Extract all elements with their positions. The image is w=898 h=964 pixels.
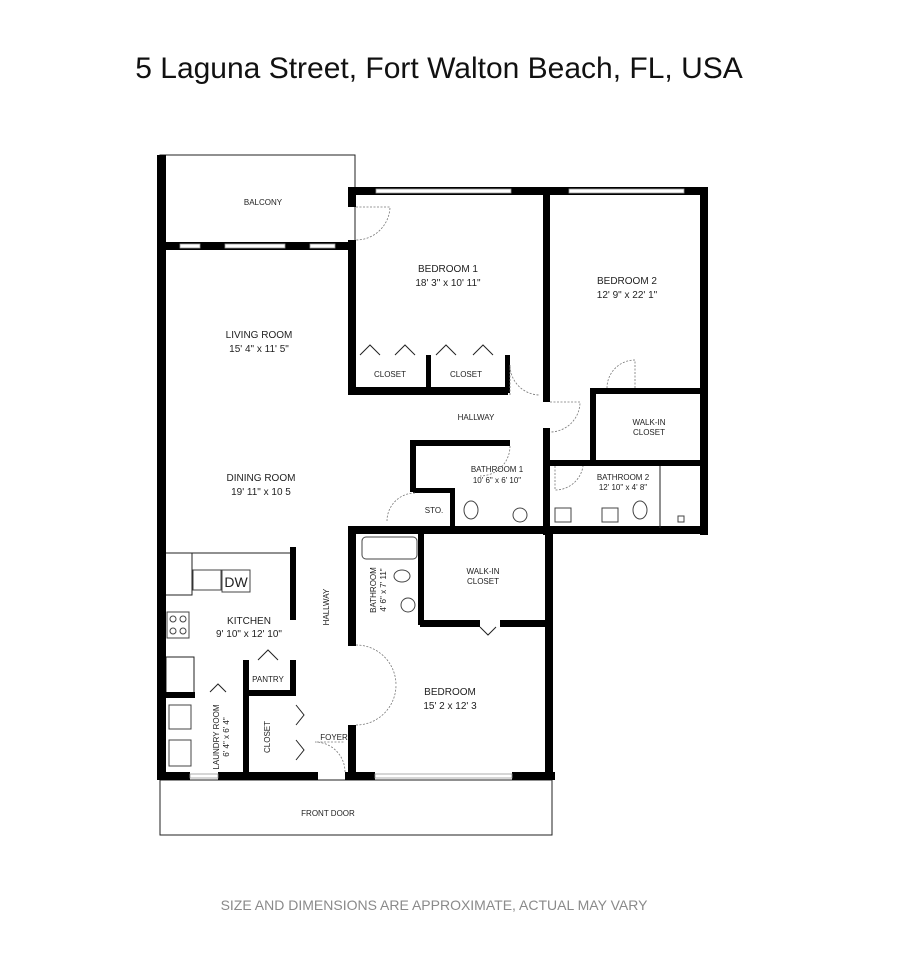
- bathroom2-label: BATHROOM 2: [597, 473, 650, 482]
- sink-icon: [554, 507, 572, 523]
- fixtures: [166, 466, 685, 767]
- front-door-label: FRONT DOOR: [301, 809, 355, 818]
- bathroom-size: 4' 6" x 7' 11": [379, 568, 388, 611]
- walk-in-closet-label: WALK-IN: [632, 418, 665, 427]
- drain-icon: [677, 515, 685, 523]
- closet-label: CLOSET: [374, 370, 406, 379]
- disclaimer: SIZE AND DIMENSIONS ARE APPROXIMATE, ACT…: [220, 897, 648, 913]
- page-title: 5 Laguna Street, Fort Walton Beach, FL, …: [135, 52, 743, 85]
- kitchen-label: KITCHEN: [227, 616, 271, 627]
- closet-label: CLOSET: [263, 721, 272, 753]
- bedroom1-label: BEDROOM 1: [418, 264, 478, 275]
- sink-icon: [400, 597, 416, 613]
- living-room-size: 15' 4" x 11' 5": [229, 344, 289, 355]
- bathroom2-size: 12' 10" x 4' 8": [599, 483, 647, 492]
- bathroom1-label: BATHROOM 1: [471, 465, 524, 474]
- counter: [166, 553, 193, 596]
- foyer-label: FOYER: [320, 733, 348, 742]
- bathroom1-size: 10' 6" x 6' 10": [473, 476, 521, 485]
- sink-icon: [512, 507, 528, 523]
- walk-in-closet-label: WALK-IN: [466, 567, 499, 576]
- bedroom-size: 15' 2 x 12' 3: [423, 701, 477, 712]
- bedroom-label: BEDROOM: [424, 687, 476, 698]
- closet-label: CLOSET: [450, 370, 482, 379]
- door-swings: [209, 206, 636, 773]
- washer-icon: [168, 704, 192, 730]
- dining-room-label: DINING ROOM: [227, 473, 296, 484]
- stove-icon: [166, 611, 190, 639]
- bathroom-label: BATHROOM: [369, 567, 378, 613]
- living-room-label: LIVING ROOM: [226, 330, 293, 341]
- fridge: [165, 656, 195, 694]
- dishwasher-icon: [221, 569, 251, 593]
- toilet-icon: [463, 500, 479, 520]
- sink-icon: [601, 507, 619, 523]
- toilet-icon: [393, 569, 411, 583]
- storage-label: STO.: [425, 506, 444, 515]
- hallway-label: HALLWAY: [458, 413, 495, 422]
- front-door-outline: [159, 779, 553, 836]
- bedroom1-size: 18' 3" x 10' 11": [415, 278, 481, 289]
- walk-in-closet-label-2: CLOSET: [467, 577, 499, 586]
- windows: [179, 188, 685, 779]
- dryer-icon: [168, 739, 192, 767]
- walk-in-closet-label-2: CLOSET: [633, 428, 665, 437]
- laundry-room-size: 6' 4" x 6' 4": [222, 717, 231, 757]
- dining-room-size: 19' 11" x 10 5: [231, 487, 291, 498]
- bathtub-icon: [361, 536, 418, 560]
- laundry-room-label: LAUNDRY ROOM: [212, 704, 221, 769]
- toilet-icon: [632, 500, 648, 520]
- kitchen-sink-icon: [192, 569, 222, 591]
- hallway-label: HALLWAY: [322, 588, 331, 625]
- bedroom2-label: BEDROOM 2: [597, 276, 657, 287]
- pantry-label: PANTRY: [252, 675, 284, 684]
- dishwasher-label: DW: [224, 574, 248, 590]
- bedroom2-size: 12' 9" x 22' 1": [597, 290, 658, 301]
- balcony-label: BALCONY: [244, 198, 283, 207]
- kitchen-size: 9' 10" x 12' 10": [216, 629, 282, 640]
